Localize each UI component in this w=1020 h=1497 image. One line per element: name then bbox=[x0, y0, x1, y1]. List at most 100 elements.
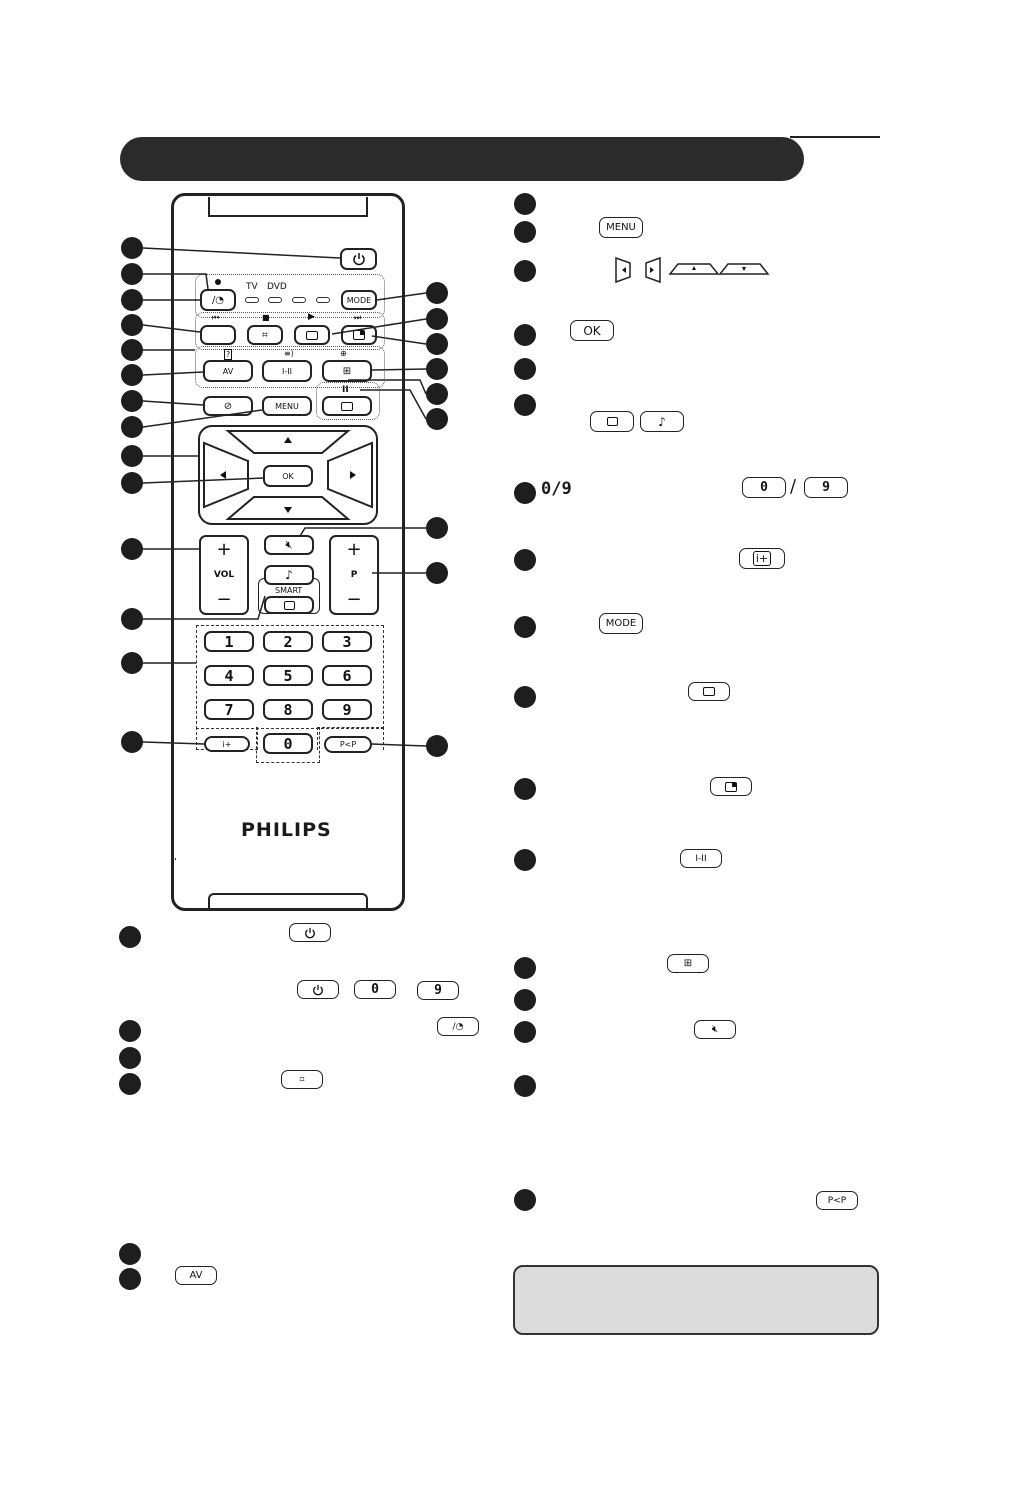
callout-dot bbox=[426, 517, 448, 539]
zero-group-outline bbox=[256, 727, 320, 763]
mode-key-icon: MODE bbox=[599, 613, 643, 634]
smart-picture-button[interactable] bbox=[264, 596, 314, 614]
bottom-tick-left bbox=[175, 858, 176, 860]
info-plus-button[interactable]: i+ bbox=[204, 736, 250, 752]
bottom-tick-right bbox=[402, 858, 403, 860]
note-box bbox=[513, 1265, 879, 1335]
format-key-icon: ⌗ bbox=[281, 1070, 323, 1089]
nine-key-icon: 9 bbox=[417, 981, 459, 1000]
digit-2-button[interactable]: 2 bbox=[263, 631, 313, 652]
smart-label: SMART bbox=[275, 586, 303, 595]
teletext-group-outline bbox=[316, 382, 380, 420]
digit-8-button[interactable]: 8 bbox=[263, 699, 313, 720]
format-button[interactable]: ⌗ bbox=[247, 325, 283, 345]
av-button[interactable]: AV bbox=[203, 360, 253, 382]
sleep-timer-icon: /◔ bbox=[452, 1021, 464, 1032]
digit-5-button[interactable]: 5 bbox=[263, 665, 313, 686]
sleep-key-icon: /◔ bbox=[437, 1017, 479, 1036]
digit-0-button[interactable]: 0 bbox=[263, 733, 313, 754]
teletext-button[interactable] bbox=[322, 396, 372, 416]
blank-button[interactable] bbox=[200, 325, 236, 345]
digit-4-button[interactable]: 4 bbox=[204, 665, 254, 686]
dpad-outline bbox=[198, 425, 378, 525]
dual-key-icon: I-II bbox=[680, 849, 722, 868]
info-plus-key-icon: i+ bbox=[739, 548, 785, 569]
callout-dot bbox=[426, 282, 448, 304]
next-symbol: ⏭ bbox=[354, 313, 362, 322]
callout-dot bbox=[121, 263, 143, 285]
led-4 bbox=[316, 297, 330, 303]
callout-dot bbox=[426, 308, 448, 330]
format-symbol: ⊕ bbox=[340, 349, 347, 358]
callout-dot bbox=[121, 339, 143, 361]
smart-sound-key-icon: ♪ bbox=[640, 411, 684, 432]
record-dot bbox=[215, 279, 221, 285]
digit-7-button[interactable]: 7 bbox=[204, 699, 254, 720]
teletext-icon bbox=[341, 401, 353, 411]
digit-1-button[interactable]: 1 bbox=[204, 631, 254, 652]
digit-9-button[interactable]: 9 bbox=[322, 699, 372, 720]
callout-dot bbox=[514, 778, 536, 800]
program-rocker[interactable]: + P − bbox=[329, 535, 379, 615]
pip-button[interactable]: P<P bbox=[324, 736, 372, 753]
callout-dot bbox=[426, 562, 448, 584]
pip-key-icon bbox=[710, 777, 752, 796]
smart-sound-button[interactable]: ♪ bbox=[264, 565, 314, 585]
menu-button[interactable]: MENU bbox=[262, 396, 312, 416]
callout-dot bbox=[426, 358, 448, 380]
callout-dot bbox=[426, 735, 448, 757]
callout-dot bbox=[121, 652, 143, 674]
dual-button[interactable]: I-II bbox=[262, 360, 312, 382]
digit-group-outline bbox=[196, 625, 384, 729]
dpad bbox=[203, 430, 373, 520]
callout-dot bbox=[514, 482, 536, 504]
callout-dot bbox=[514, 193, 536, 215]
mode-group-outline bbox=[195, 274, 385, 318]
teletext-icon bbox=[703, 687, 715, 696]
callout-dot bbox=[514, 394, 536, 416]
callout-dot bbox=[119, 1268, 141, 1290]
callout-dot bbox=[119, 926, 141, 948]
ok-key-icon: OK bbox=[570, 320, 614, 341]
mute-key-icon: 🔇︎ bbox=[694, 1020, 736, 1039]
section-title-bar bbox=[120, 137, 804, 181]
mute-icon: 🔇︎ bbox=[285, 538, 293, 551]
callout-dot bbox=[514, 260, 536, 282]
up-triangle-icon bbox=[284, 437, 292, 443]
callout-dot bbox=[121, 364, 143, 386]
slash: / bbox=[790, 476, 797, 497]
remote-top-slot bbox=[208, 197, 368, 217]
pip-icon bbox=[725, 781, 737, 792]
pause-symbol: II bbox=[342, 385, 349, 395]
callout-dot bbox=[514, 686, 536, 708]
callout-dot bbox=[514, 1021, 536, 1043]
tv-label: TV bbox=[246, 282, 258, 292]
led-1 bbox=[245, 297, 259, 303]
callout-dot bbox=[514, 549, 536, 571]
pip-group-outline bbox=[317, 727, 384, 750]
left-triangle-icon bbox=[220, 471, 226, 479]
power-icon bbox=[352, 253, 365, 266]
callout-dot bbox=[514, 324, 536, 346]
zero-key-icon: 0 bbox=[742, 477, 786, 498]
sleep-button[interactable]: /◔ bbox=[200, 289, 236, 311]
dual-symbol: ≡⟩ bbox=[284, 349, 294, 358]
callout-dot bbox=[514, 616, 536, 638]
av-group-outline bbox=[195, 346, 385, 388]
dvd-label: DVD bbox=[267, 282, 287, 292]
volume-rocker[interactable]: + VOL − bbox=[199, 535, 249, 615]
smart-picture-icon bbox=[606, 417, 618, 426]
aspect-button[interactable]: ⊞ bbox=[322, 360, 372, 382]
mode-button[interactable]: MODE bbox=[341, 290, 377, 310]
pip-button-small[interactable] bbox=[341, 325, 377, 345]
digit-6-button[interactable]: 6 bbox=[322, 665, 372, 686]
smart-picture-key-icon bbox=[590, 411, 634, 432]
power-button[interactable] bbox=[340, 248, 377, 270]
pip-icon bbox=[353, 330, 365, 340]
ok-button[interactable]: OK bbox=[263, 465, 313, 487]
teletext-button-small[interactable] bbox=[294, 325, 330, 345]
mute-button[interactable]: 🔇︎ bbox=[264, 535, 314, 555]
callout-dot bbox=[121, 390, 143, 412]
digit-3-button[interactable]: 3 bbox=[322, 631, 372, 652]
callout-dot bbox=[119, 1020, 141, 1042]
